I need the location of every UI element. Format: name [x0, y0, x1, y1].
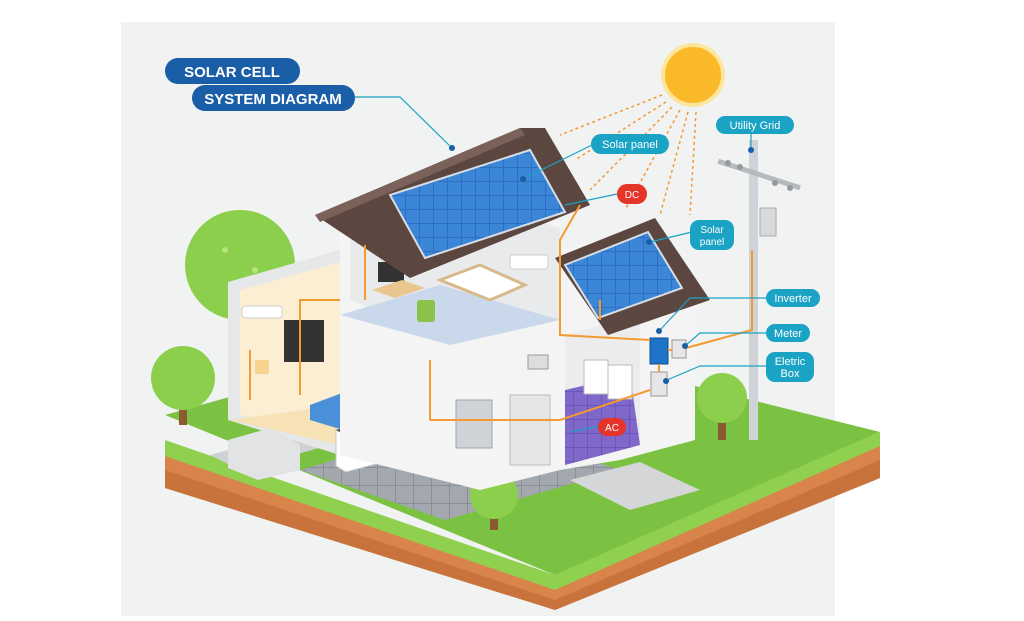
title-block: SOLAR CELL SYSTEM DIAGRAM [165, 58, 355, 111]
sun-icon [661, 43, 725, 107]
svg-text:Utility Grid: Utility Grid [730, 120, 781, 132]
tree-left-front [151, 346, 215, 425]
solar-panel-right [563, 230, 684, 320]
tv-icon [284, 320, 324, 362]
svg-text:Meter: Meter [774, 328, 802, 340]
label-meter: Meter [766, 324, 810, 342]
label-electric-box: Eletric Box [766, 352, 814, 382]
title-line-2: SYSTEM DIAGRAM [204, 91, 342, 108]
label-dc: DC [617, 184, 647, 204]
fridge-icon [509, 394, 551, 466]
svg-text:panel: panel [700, 237, 724, 248]
ac-unit-icon [241, 305, 283, 319]
title-line-1: SOLAR CELL [184, 64, 280, 81]
label-solar-panel-right: Solar panel [690, 220, 734, 250]
sun-rays [559, 94, 697, 216]
svg-text:DC: DC [625, 190, 639, 201]
svg-text:Solar: Solar [700, 225, 724, 236]
svg-text:Inverter: Inverter [774, 293, 812, 305]
inverter-device [649, 337, 669, 365]
meter-device [671, 339, 687, 359]
right-extension [555, 218, 710, 470]
svg-text:Eletric: Eletric [775, 356, 806, 368]
tree-right [697, 373, 747, 440]
electric-box-device [650, 371, 668, 397]
label-inverter: Inverter [766, 289, 820, 307]
washer-icon [583, 359, 609, 395]
wiring [249, 204, 753, 421]
label-ac: AC [598, 418, 626, 436]
svg-text:AC: AC [605, 423, 619, 434]
svg-text:Solar panel: Solar panel [602, 139, 658, 151]
bed-icon [435, 263, 529, 302]
leader-lines [355, 96, 768, 381]
transformer-icon [759, 207, 777, 237]
svg-text:Box: Box [781, 368, 800, 380]
utility-pole [717, 140, 801, 440]
label-utility-grid: Utility Grid [716, 116, 794, 134]
label-solar-panel-top: Solar panel [591, 134, 669, 154]
